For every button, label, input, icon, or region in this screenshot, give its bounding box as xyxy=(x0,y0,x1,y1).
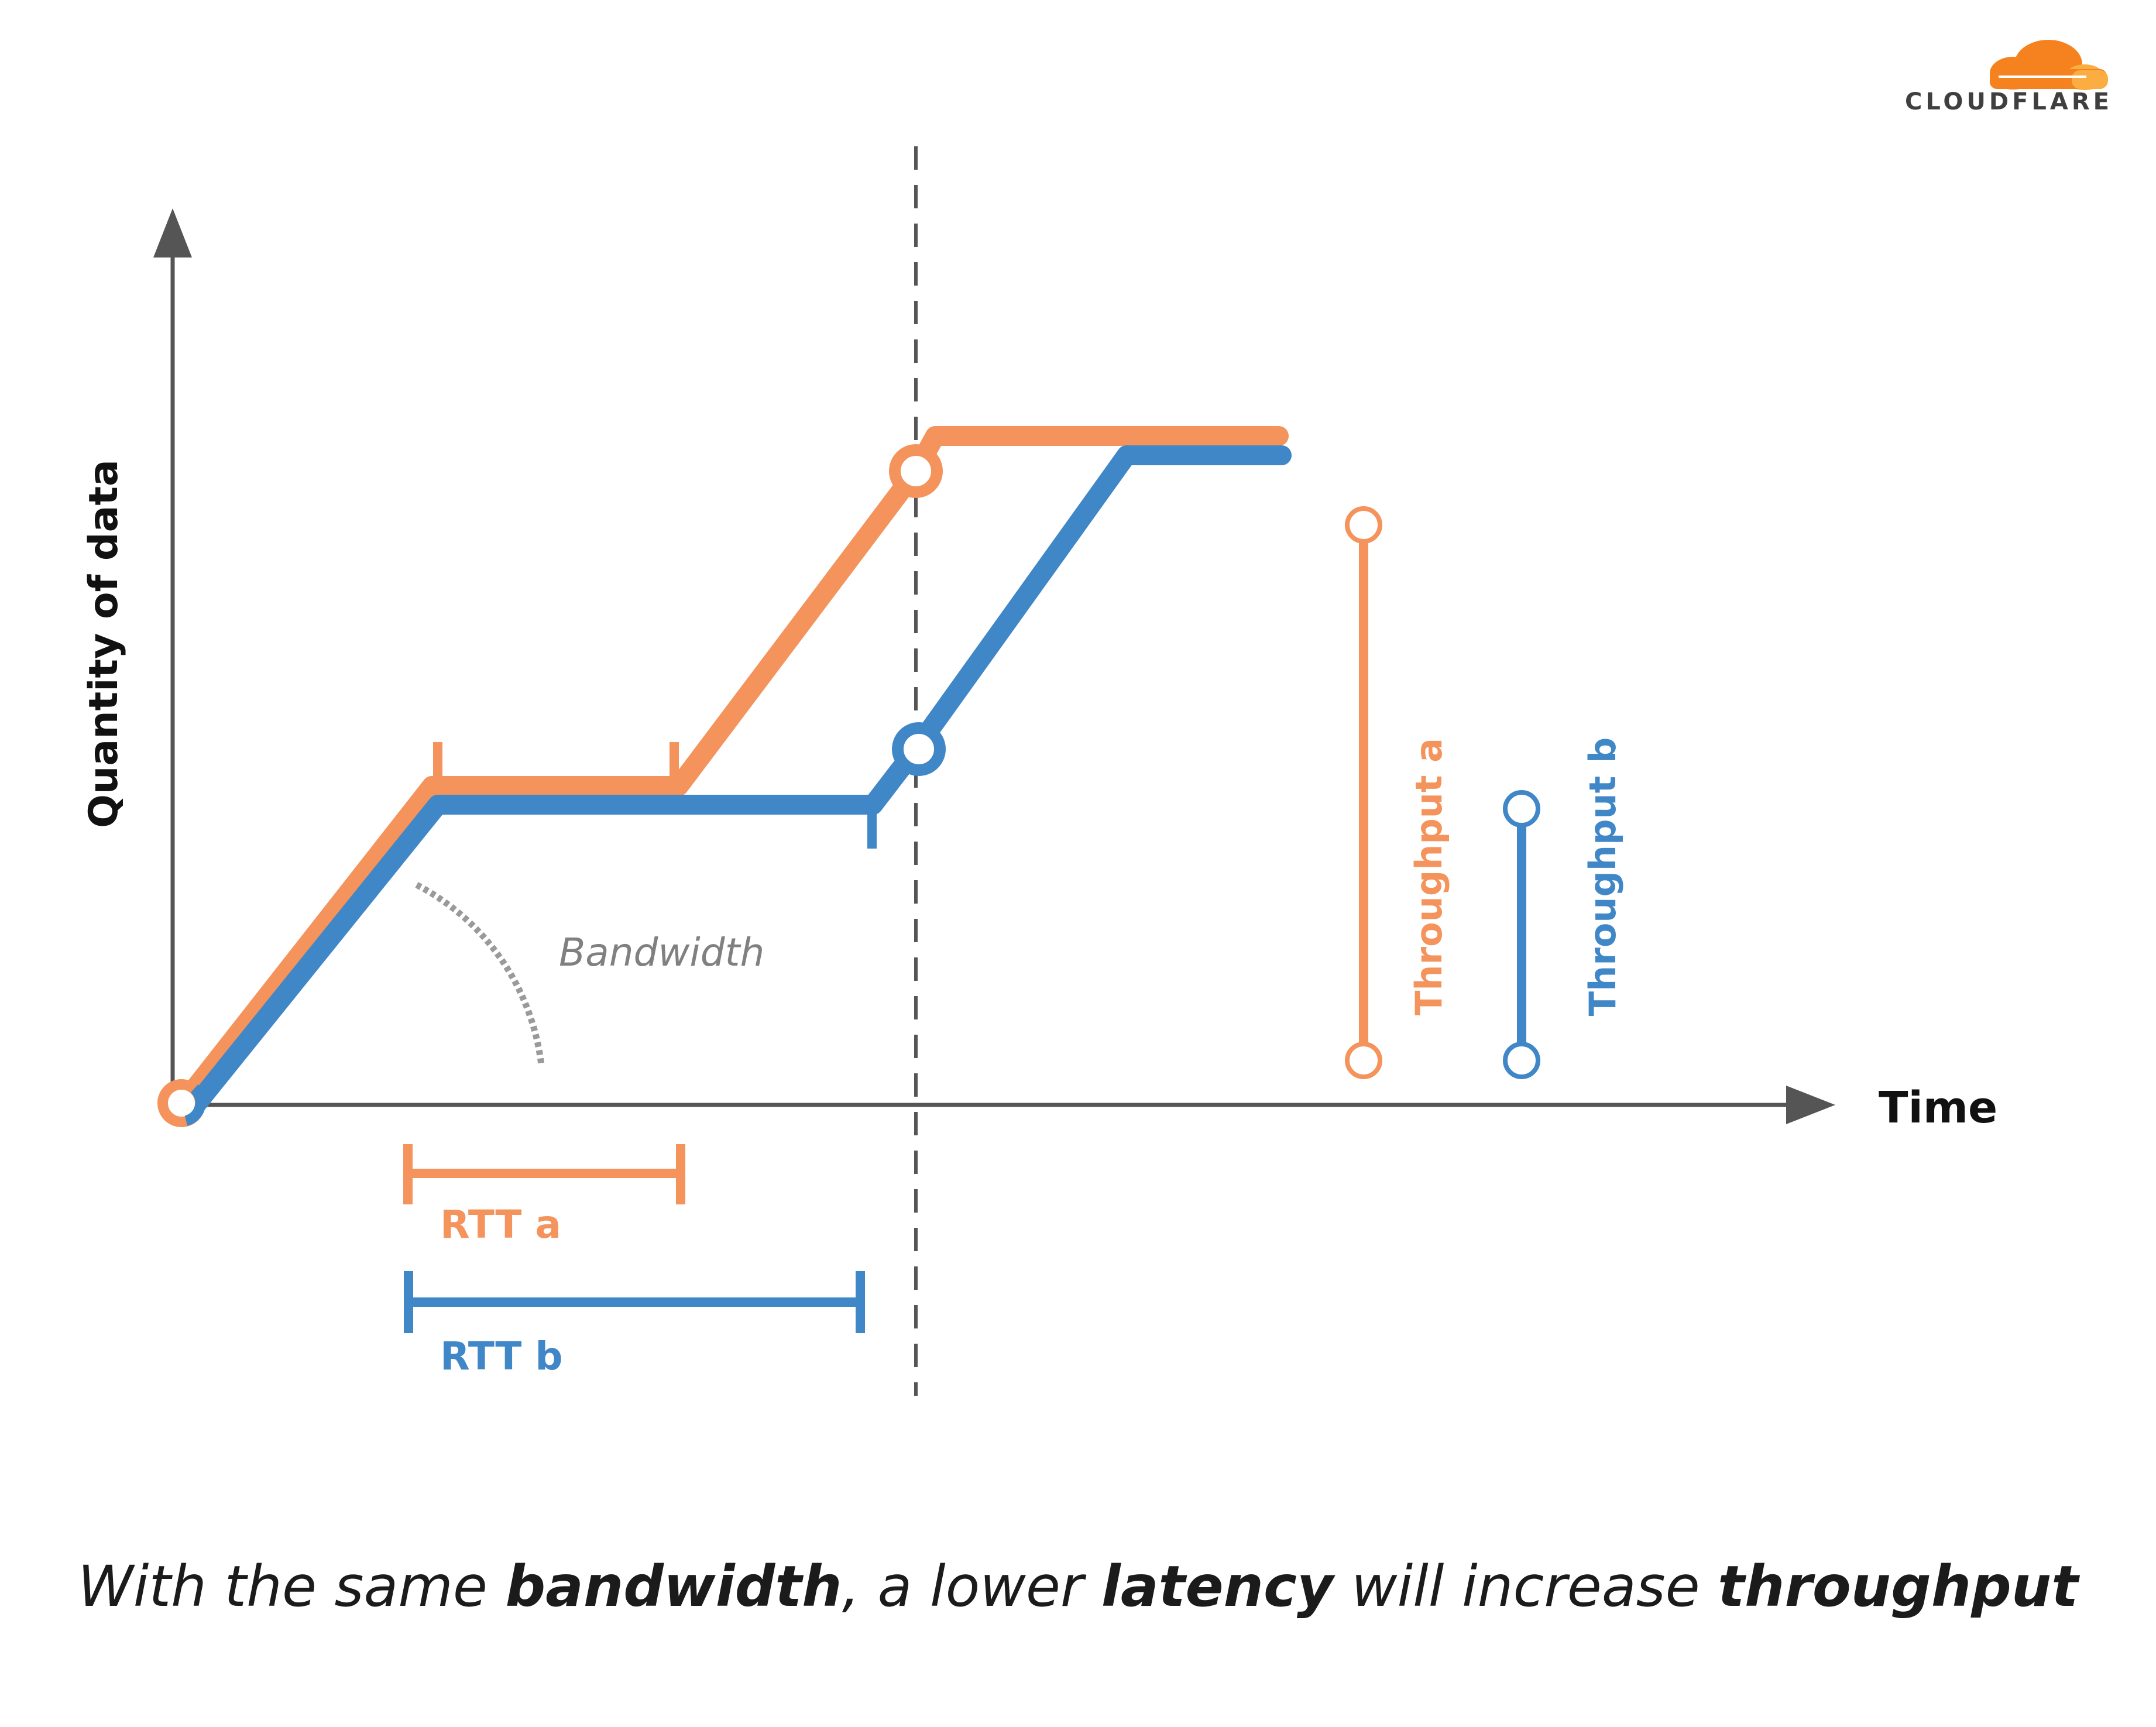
cloud-icon xyxy=(1990,40,2108,90)
series-a-line xyxy=(169,426,1289,1119)
throughput-b-label: Throughput b xyxy=(1581,737,1624,1016)
throughput-a-label: Throughput a xyxy=(1407,738,1450,1015)
caption-bold-throughput: throughput xyxy=(1718,1554,2079,1619)
bandwidth-arc xyxy=(415,882,545,1066)
throughput-a-bottom-marker xyxy=(1345,1042,1382,1079)
bandwidth-label: Bandwidth xyxy=(559,930,764,975)
series-a xyxy=(169,426,1289,1119)
series-b xyxy=(180,445,1292,1122)
caption-bold-bandwidth: bandwidth xyxy=(505,1554,842,1619)
y-axis-arrow-icon xyxy=(153,208,192,257)
x-axis-arrow-icon xyxy=(1786,1086,1835,1124)
throughput-a-top-marker xyxy=(1345,506,1382,544)
caption-part-2: , a lower xyxy=(842,1554,1101,1619)
series-b-line xyxy=(180,445,1292,1122)
caption-part-1: With the same xyxy=(77,1554,506,1619)
caption-bold-latency: latency xyxy=(1101,1554,1334,1619)
caption: With the same bandwidth, a lower latency… xyxy=(0,1554,2156,1619)
series-a-marker xyxy=(889,444,943,498)
throughput-b-top-marker xyxy=(1503,790,1540,828)
rtt-a-bracket xyxy=(403,1144,685,1204)
throughput-a-bar xyxy=(1345,506,1382,1079)
x-axis xyxy=(173,1086,1835,1124)
x-axis-label: Time xyxy=(1879,1083,1997,1133)
cloudflare-logo: CLOUDFLARE xyxy=(1905,40,2113,115)
y-axis xyxy=(153,208,192,1105)
throughput-b-bar xyxy=(1503,790,1540,1079)
series-b-marker xyxy=(892,722,946,776)
caption-part-3: will increase xyxy=(1333,1554,1718,1619)
rtt-b-bracket xyxy=(404,1271,865,1333)
throughput-b-bottom-marker xyxy=(1503,1042,1540,1079)
rtt-a-label: RTT a xyxy=(440,1202,561,1247)
origin-marker xyxy=(157,1079,206,1127)
cloudflare-wordmark: CLOUDFLARE xyxy=(1905,88,2113,115)
rtt-b-label: RTT b xyxy=(440,1334,563,1379)
y-axis-label: Quantity of data xyxy=(81,459,127,828)
